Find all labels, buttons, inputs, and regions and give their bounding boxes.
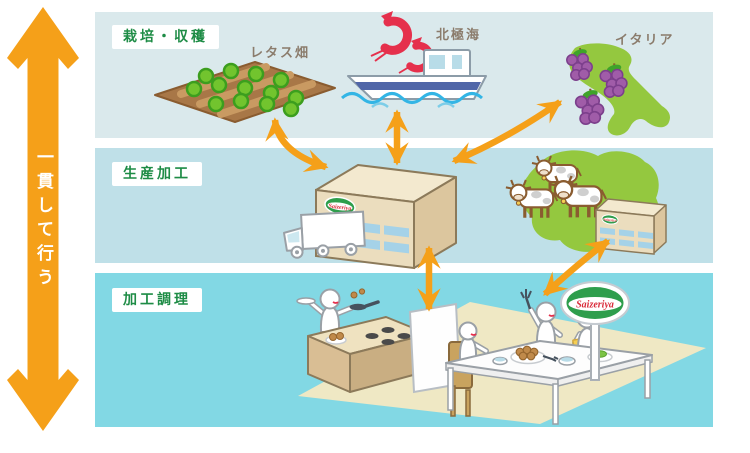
logo-clover-icon [592,288,598,295]
italy-map [566,43,670,136]
label-production-processing: 生産加工 [112,162,202,186]
label-italy: イタリア [615,33,675,48]
up-arrowhead-icon [7,7,79,69]
dining-table [445,340,653,425]
chef-figure [296,288,380,333]
seated-diner-figure [458,321,489,361]
factory-logo: Saizeriya [324,196,356,216]
fishing-boat-illustration [340,49,487,108]
delivery-truck [282,210,366,259]
down-arrowhead-icon [7,369,79,431]
australia-factory-logo: Saizeriya [601,214,619,225]
plate-icon [296,297,316,305]
frying-pan-icon [349,288,380,311]
sign-logo-text: Saizeriya [576,300,614,311]
label-arctic-ocean: 北極海 [436,28,482,43]
shrimp-icon [370,11,434,74]
label-lettuce-field: レタス畑 [250,46,311,61]
svg-text:Saizeriya: Saizeriya [329,204,352,213]
fork-icon [520,289,532,310]
label-cultivation-harvest: 栽培・収穫 [112,25,219,49]
australia-factory: Saizeriya [595,198,667,255]
arrow-australia-restaurant [542,238,611,297]
flow-arrows [265,99,611,312]
integration-arrow-label: 一貫して行う [33,148,53,292]
arrow-field-factory [265,117,329,172]
grapes-icon [566,47,628,126]
label-processing-cooking: 加工調理 [112,288,202,312]
integration-arrow [7,7,79,431]
lettuce-field-illustration [154,61,336,123]
svg-text:Saizeriya: Saizeriya [603,217,616,222]
australia-map: Saizeriya [504,150,667,255]
stove-burners-icon [365,327,411,345]
arrow-italy-factory [451,99,563,165]
